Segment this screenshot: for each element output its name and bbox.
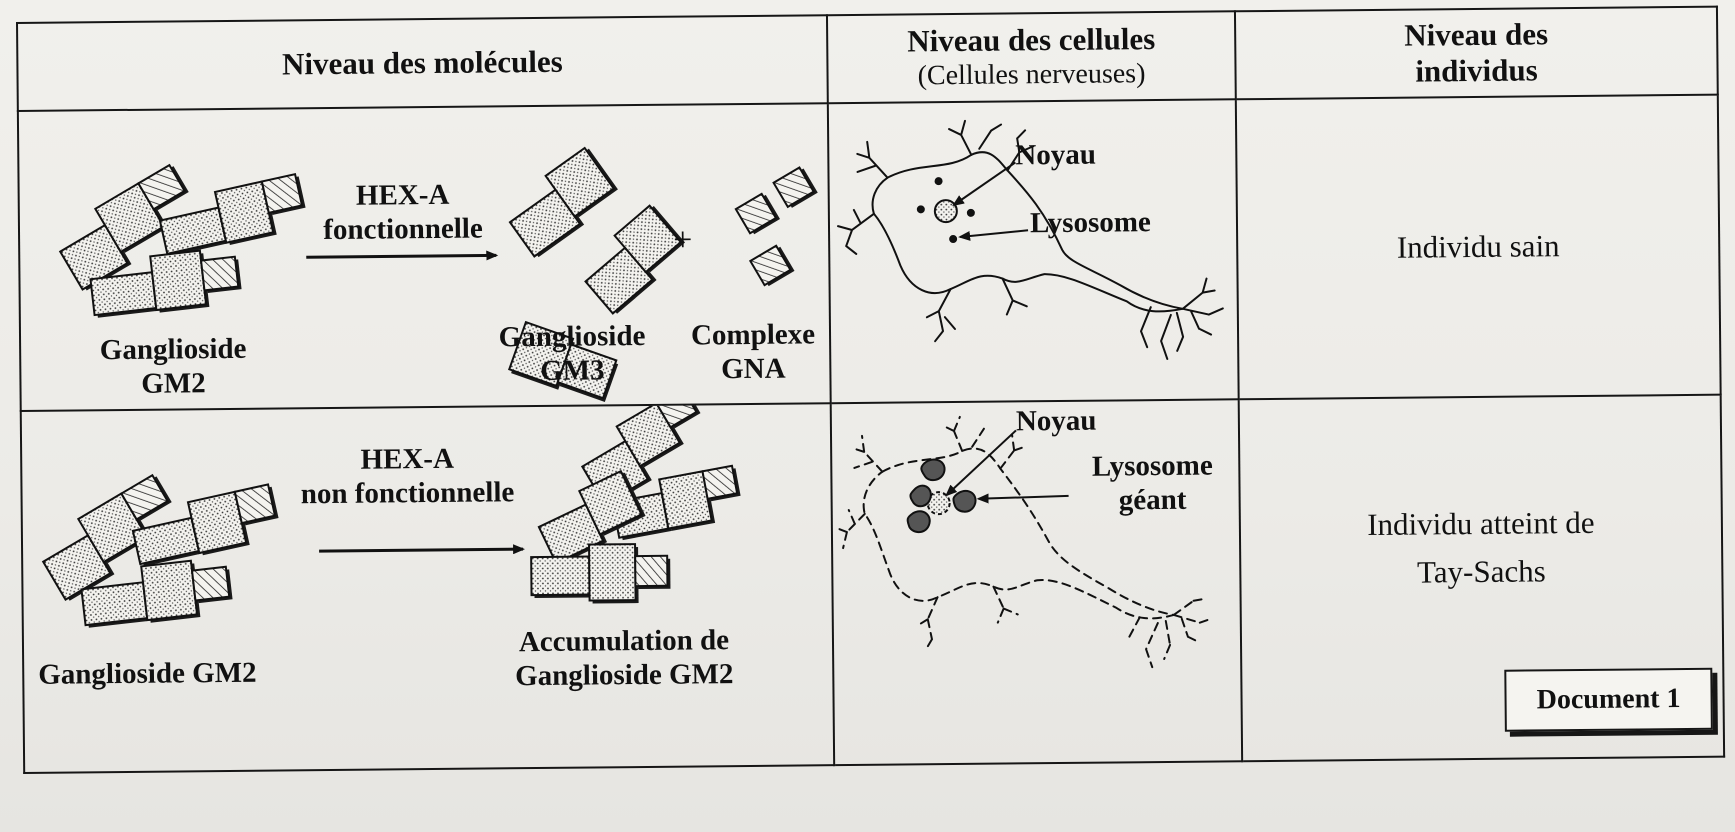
individual-disease-line2: Tay-Sachs: [1416, 553, 1546, 590]
healthy-cell-cell: Noyau Lysosome: [827, 99, 1239, 404]
lysosome: [916, 205, 925, 214]
lysosome-line2: géant: [1118, 483, 1187, 517]
giant-lysosome: [920, 458, 946, 482]
enzyme-state: fonctionnelle: [323, 212, 483, 247]
individual-disease-text: Individu atteint de Tay-Sachs: [1241, 498, 1722, 599]
nucleus-pointer: [952, 161, 1016, 207]
lysosome-pointer: [976, 493, 1069, 504]
gm2-molecule: [131, 483, 279, 567]
accumulation-label: Accumulation de Ganglioside GM2: [494, 623, 755, 693]
disease-molecules-cell: HEX-A non fonctionnelle Ganglioside GM2 …: [20, 403, 835, 773]
gm2-molecule: [89, 249, 242, 318]
gm3-molecule: [584, 204, 686, 315]
disease-row: HEX-A non fonctionnelle Ganglioside GM2 …: [20, 394, 1725, 773]
gna-complex: [748, 244, 795, 287]
enzyme-name: HEX-A: [360, 442, 455, 476]
substrate-label: Ganglioside GM2: [38, 656, 257, 691]
nucleus: [933, 199, 958, 224]
disease-individual-cell: Individu atteint de Tay-Sachs Document 1: [1238, 394, 1725, 762]
healthy-molecules-cell: HEX-A fonctionnelle + Ganglioside GM2 Ga…: [17, 103, 831, 411]
nucleus: [926, 491, 951, 516]
gm2-molecule: [58, 163, 189, 291]
enzyme-label-functional: HEX-A fonctionnelle: [318, 177, 489, 247]
individual-disease-line1: Individu atteint de: [1367, 504, 1595, 543]
individual-healthy-text: Individu sain: [1396, 228, 1560, 265]
header-molecules-text: Niveau des molécules: [281, 43, 563, 82]
giant-lysosome: [952, 489, 977, 513]
lysosome-line1: Lysosome: [1091, 449, 1213, 483]
lysosome: [934, 177, 943, 186]
document-label: Document 1: [1504, 667, 1713, 732]
disease-cell-cell: Noyau Lysosome géant: [830, 399, 1243, 766]
enzyme-state: non fonctionnelle: [300, 476, 515, 511]
gm2-molecule: [80, 559, 233, 628]
product-gm3-label: Ganglioside GM3: [498, 319, 646, 387]
lysosome: [966, 208, 975, 217]
reaction-arrow: [319, 544, 526, 555]
nucleus-label: Noyau: [1015, 404, 1097, 438]
nucleus-label: Noyau: [1015, 138, 1097, 172]
giant-lysosome: [906, 510, 931, 534]
gna-complex: [772, 166, 818, 209]
header-row: Niveau des molécules Niveau des cellules…: [17, 6, 1718, 111]
gm2-molecule: [41, 473, 172, 602]
healthy-reaction-diagram: [58, 146, 818, 402]
disease-reaction-diagram: [41, 404, 741, 628]
nucleus-pointer: [945, 429, 1017, 497]
disease-neuron-diagram: [835, 415, 1213, 669]
gm2-accumulation: [530, 404, 741, 604]
header-individuals: Niveau des individus: [1234, 6, 1718, 100]
gm3-molecule: [507, 320, 619, 402]
healthy-neuron-diagram: [836, 119, 1224, 360]
document-table: Niveau des molécules Niveau des cellules…: [16, 6, 1725, 774]
healthy-individual-cell: Individu sain: [1235, 94, 1721, 400]
giant-lysosome-label: Lysosome géant: [1072, 448, 1233, 518]
healthy-row: HEX-A fonctionnelle + Ganglioside GM2 Ga…: [17, 94, 1721, 411]
lysosome: [949, 235, 958, 244]
header-cells-subtitle: (Cellules nerveuses): [917, 58, 1146, 92]
header-individuals-text: Niveau des individus: [1404, 16, 1549, 89]
gm3-molecule: [508, 146, 618, 258]
substrate-label: Ganglioside GM2: [99, 332, 247, 400]
giant-lysosome: [909, 484, 932, 508]
product-gna-label: Complexe GNA: [690, 318, 816, 386]
reaction-arrow: [306, 250, 499, 261]
lysosome-label: Lysosome: [1029, 206, 1151, 240]
gna-complex: [734, 192, 781, 235]
enzyme-name: HEX-A: [355, 178, 450, 212]
accumulation-line2: Ganglioside GM2: [514, 658, 734, 693]
enzyme-label-nonfunctional: HEX-A non fonctionnelle: [292, 441, 523, 511]
plus-sign: +: [672, 221, 693, 259]
lysosome-pointer: [958, 229, 1029, 241]
header-cells-title: Niveau des cellules: [907, 21, 1156, 59]
header-molecules: Niveau des molécules: [17, 15, 828, 111]
accumulation-line1: Accumulation de: [518, 624, 730, 659]
gm2-molecule: [158, 172, 306, 257]
header-cells: Niveau des cellules (Cellules nerveuses): [826, 11, 1236, 104]
